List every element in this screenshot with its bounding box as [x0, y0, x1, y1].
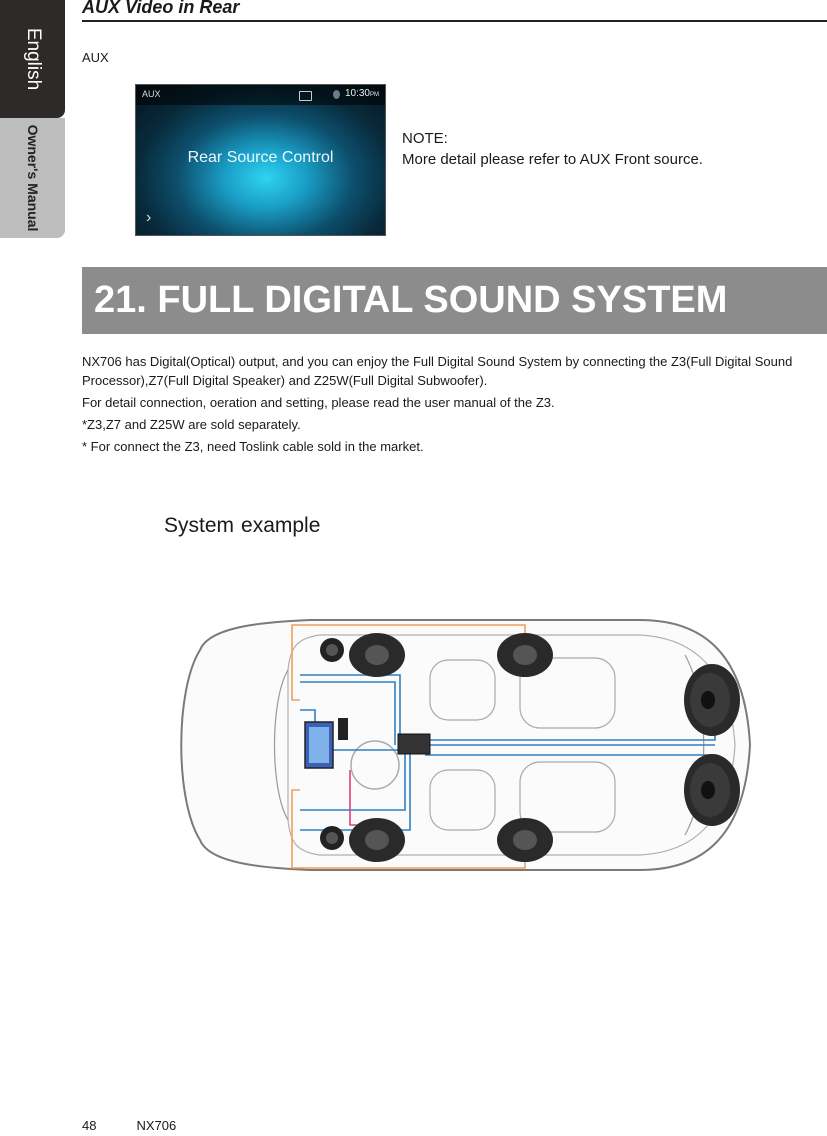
head-unit-screen	[309, 727, 329, 763]
caption-word-1: System	[164, 514, 235, 537]
orange-wires	[291, 624, 526, 869]
tweeter-front-left	[320, 638, 344, 662]
body-text: NX706 has Digital(Optical) output, and y…	[82, 352, 802, 459]
front-right-seat	[429, 769, 496, 831]
page-number: 48	[82, 1118, 97, 1133]
screen-video-icon	[299, 91, 312, 101]
wire-blue-6	[300, 681, 396, 745]
chapter-banner: 21. FULL DIGITAL SOUND SYSTEM	[82, 267, 827, 334]
windshield-line	[273, 669, 289, 821]
note-label: NOTE:	[402, 130, 448, 147]
body-paragraph-3: *Z3,Z7 and Z25W are sold separately.	[82, 417, 301, 432]
body-paragraph-1: NX706 has Digital(Optical) output, and y…	[82, 354, 793, 388]
body-paragraph-2: For detail connection, oeration and sett…	[82, 395, 555, 410]
tweeter-front-right	[320, 826, 344, 850]
rear-source-screen: AUX 10:30PM Rear Source Control ›	[135, 84, 386, 236]
diagram-caption: System example	[164, 514, 327, 538]
sidebar-tab-english-label: English	[22, 27, 44, 91]
screen-clock-time: 10:30	[344, 88, 370, 99]
screen-clock: 10:30PM	[345, 88, 379, 99]
sidebar-tab-english: English	[0, 0, 65, 118]
rear-bench-left	[519, 657, 616, 729]
subwoofer-left	[684, 664, 740, 736]
model-name: NX706	[136, 1118, 177, 1133]
wire-blue-5	[300, 674, 401, 745]
sidebar-tab-owners-manual: Owner's Manual	[0, 118, 65, 238]
page-footer: 48 NX706	[82, 1118, 216, 1133]
speaker-front-right-door	[349, 818, 405, 862]
chevron-right-icon: ›	[146, 209, 152, 226]
speaker-rear-right-door	[497, 818, 553, 862]
section-header: AUX Video in Rear	[82, 0, 240, 17]
car-system-diagram	[180, 619, 752, 871]
caption-word-2: example	[241, 514, 321, 537]
body-paragraph-4: * For connect the Z3, need Toslink cable…	[82, 439, 424, 454]
front-left-seat	[429, 659, 496, 721]
car-inner-outline	[287, 634, 736, 856]
screen-status-bar	[136, 85, 385, 105]
screen-title: Rear Source Control	[187, 149, 334, 166]
steering-wheel	[350, 740, 400, 790]
subwoofer-right	[684, 754, 740, 826]
rear-bench-right	[519, 761, 616, 833]
wire-blue-7	[300, 750, 406, 811]
screen-bluetooth-icon	[333, 90, 340, 99]
speaker-rear-left-door	[497, 633, 553, 677]
aux-label: AUX	[82, 50, 109, 65]
speaker-front-left-door	[349, 633, 405, 677]
screen-clock-suffix: PM	[370, 92, 379, 98]
processor-unit	[397, 733, 431, 755]
note: NOTE: More detail please refer to AUX Fr…	[402, 128, 703, 170]
wire-orange-bottom	[291, 789, 526, 869]
screen-source-label: AUX	[142, 89, 161, 99]
note-text: More detail please refer to AUX Front so…	[402, 151, 703, 168]
header-rule	[82, 20, 827, 22]
chapter-title: 21. FULL DIGITAL SOUND SYSTEM	[94, 279, 728, 321]
remote-unit	[338, 718, 348, 740]
sidebar-tab-owners-manual-label: Owner's Manual	[24, 124, 41, 232]
wire-orange-top	[291, 624, 526, 701]
